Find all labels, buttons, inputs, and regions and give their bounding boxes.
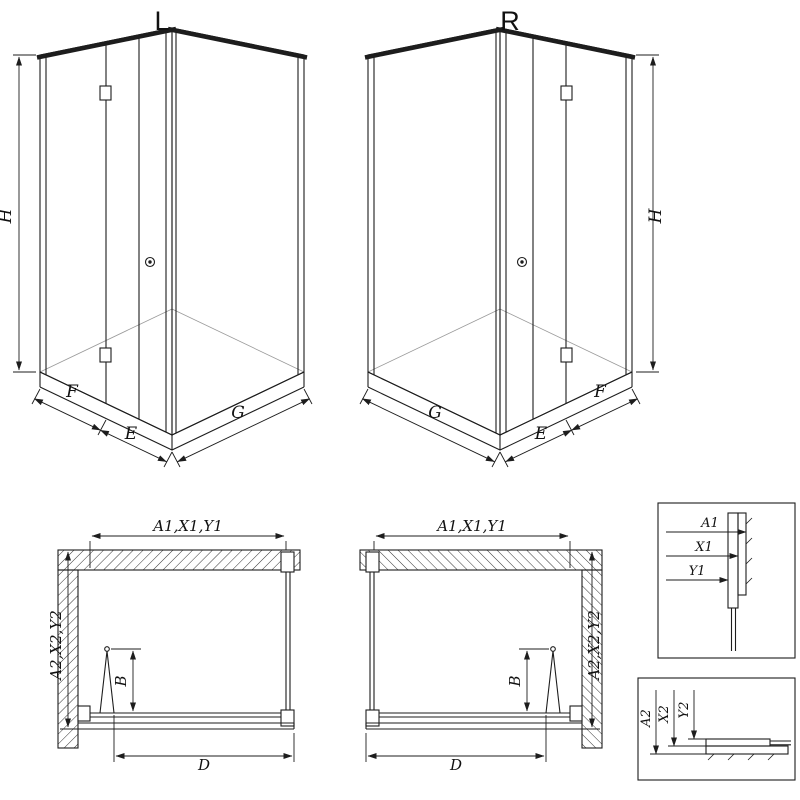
detail-dim-x1: X1 <box>694 540 713 555</box>
plan-dim-bottom-width-left: D <box>197 756 210 774</box>
variant-label-right: R <box>500 6 520 36</box>
dim-label-side-left: G <box>231 403 245 423</box>
dim-label-fixed-left: F <box>65 382 79 402</box>
plan-dim-top-width-left: A1,X1,Y1 <box>151 517 223 535</box>
dimension-lines <box>666 529 747 583</box>
plan-view-right: A1,X1,Y1 A2,X2,Y2 B D <box>360 517 603 774</box>
plan-geometry-left <box>58 536 300 762</box>
detail-dim-y1: Y1 <box>689 564 706 579</box>
detail-dim-a1: A1 <box>700 516 719 531</box>
adjustment-profile-inner <box>727 512 739 609</box>
dim-label-entry-left: E <box>124 424 138 444</box>
enclosure-geometry-left <box>13 28 312 467</box>
plan-dim-depth-left: A2,X2,Y2 <box>47 610 65 682</box>
dim-label-side-right: G <box>428 403 442 423</box>
detail-box-border <box>637 677 796 781</box>
detail-dim-x2: X2 <box>657 705 672 724</box>
wall-hatch-ticks <box>745 517 753 585</box>
detail-view-depth-profile: A2 X2 Y2 <box>637 677 796 781</box>
perspective-view-right: R H F E G <box>360 6 666 467</box>
dim-label-height-left: H <box>0 207 16 224</box>
plan-geometry-right <box>360 536 602 762</box>
variant-label-left: L <box>154 6 169 36</box>
plan-dim-bottom-width-right: D <box>449 756 462 774</box>
dim-label-height-right: H <box>646 207 666 224</box>
dim-label-fixed-right: F <box>593 382 607 402</box>
adjustment-profile-outer <box>705 745 789 755</box>
plan-dim-door-right: B <box>506 675 524 687</box>
plan-dim-depth-right: A2,X2,Y2 <box>585 610 603 682</box>
dimension-lines <box>650 690 706 755</box>
detail-dim-a2: A2 <box>639 709 654 728</box>
plan-view-left: A1,X1,Y1 A2,X2,Y2 B D <box>47 517 300 774</box>
plan-dim-top-width-right: A1,X1,Y1 <box>435 517 507 535</box>
wall-hatch-ticks <box>707 753 775 761</box>
detail-dim-y2: Y2 <box>677 702 692 719</box>
dim-label-entry-right: E <box>534 424 548 444</box>
perspective-view-left: L H F E G <box>0 6 312 467</box>
detail-view-width-profile: A1 X1 Y1 <box>657 502 796 659</box>
plan-dim-door-left: B <box>112 675 130 687</box>
enclosure-geometry-right <box>360 28 659 467</box>
detail-box-border <box>657 502 796 659</box>
